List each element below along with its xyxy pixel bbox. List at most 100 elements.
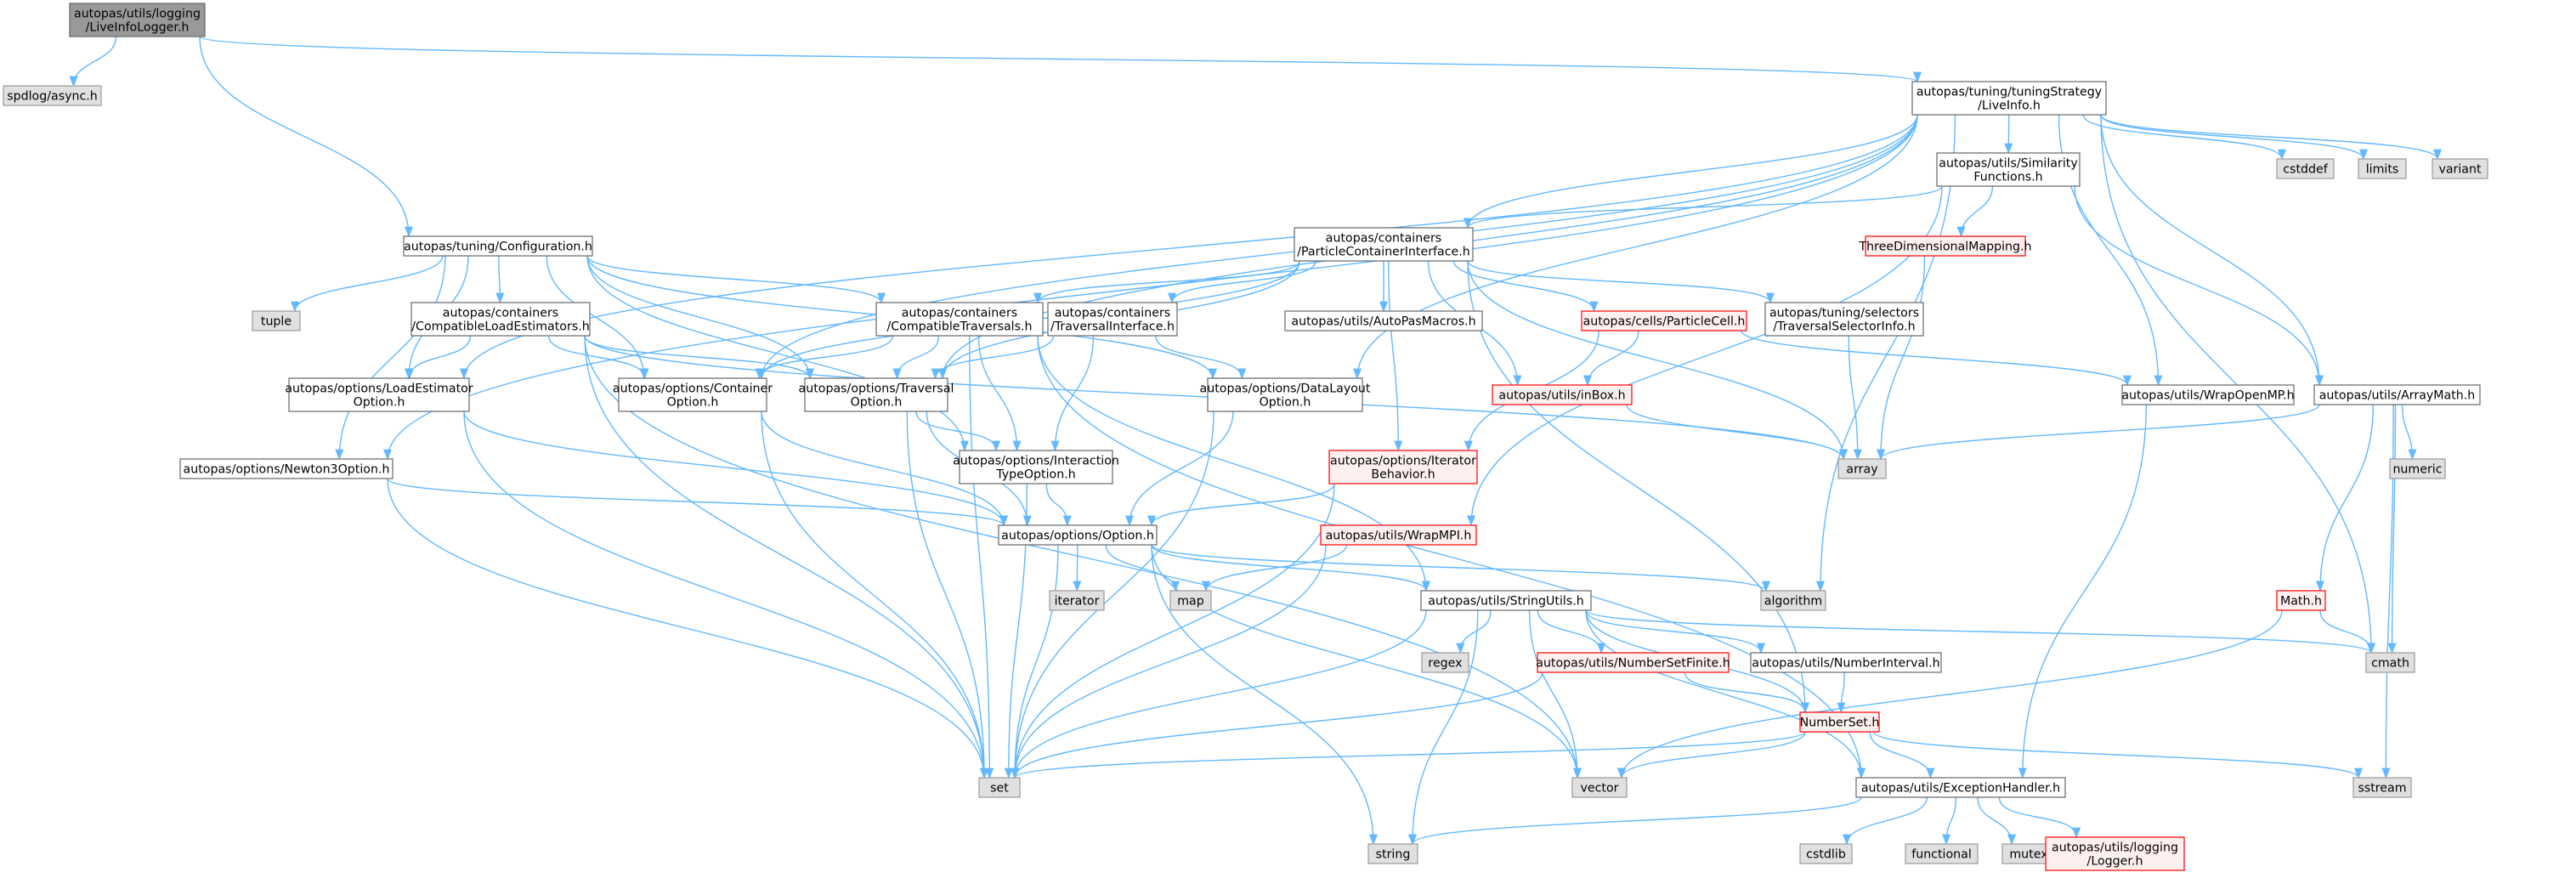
node-compatibleloadestimators[interactable]: autopas/containers/CompatibleLoadEstimat… (410, 302, 591, 337)
edge-particlecontainerinterface-to-particlecell (1452, 260, 1599, 313)
node-box (179, 458, 393, 479)
edge-particlecontainerinterface-to-traversalinterface (1168, 260, 1316, 304)
node-spdlog-async[interactable]: spdlog/async.h (3, 85, 102, 106)
edge-liveinfo-to-arraymath (2100, 114, 2324, 387)
edge-threedimensionalmapping-to-array (1876, 255, 1926, 461)
edge-compatibleloadestimators-to-set (584, 335, 989, 779)
node-label: autopas/tuning/selectors (1769, 307, 1919, 320)
node-label: algorithm (1764, 595, 1822, 609)
node-numberset[interactable]: NumberSet.h (1799, 711, 1880, 733)
node-box (804, 377, 948, 412)
node-autopasmacros[interactable]: autopas/utils/AutoPasMacros.h (1284, 310, 1483, 331)
node-label: autopas/containers (902, 307, 1017, 320)
node-box (1905, 843, 1979, 864)
edge-arraymath-to-numeric (2401, 404, 2417, 461)
node-functional[interactable]: functional (1905, 843, 1979, 864)
node-variant[interactable]: variant (2432, 158, 2488, 179)
node-inbox[interactable]: autopas/utils/inBox.h (1492, 384, 1633, 405)
node-particlecell[interactable]: autopas/cells/ParticleCell.h (1581, 310, 1747, 331)
node-particlecontainerinterface[interactable]: autopas/containers/ParticleContainerInte… (1294, 227, 1474, 262)
node-arraymath[interactable]: autopas/utils/ArrayMath.h (2313, 384, 2481, 405)
node-math[interactable]: Math.h (2276, 590, 2326, 611)
node-array[interactable]: array (1837, 458, 1887, 479)
edge-traversalinterface-to-datalayoutoption (1155, 335, 1247, 380)
node-compatibletraversals[interactable]: autopas/containers/CompatibleTraversals.… (875, 302, 1044, 337)
node-label: Math.h (2280, 595, 2322, 609)
node-box (978, 777, 1021, 798)
node-exceptionhandler[interactable]: autopas/utils/ExceptionHandler.h (1855, 777, 2066, 798)
node-vector[interactable]: vector (1571, 777, 1628, 798)
node-tuple[interactable]: tuple (252, 310, 301, 331)
node-cmath[interactable]: cmath (2365, 652, 2415, 673)
node-configuration[interactable]: autopas/tuning/Configuration.h (403, 235, 593, 257)
node-label: tuple (261, 315, 292, 329)
node-label: spdlog/async.h (7, 90, 98, 104)
node-label: autopas/containers (1055, 307, 1170, 320)
edge-particlecontainerinterface-to-array (1467, 260, 1848, 461)
node-numeric[interactable]: numeric (2389, 458, 2446, 479)
edge-numberset-to-vector (1617, 731, 1806, 779)
node-label: /CompatibleTraversals.h (886, 320, 1032, 334)
node-sstream[interactable]: sstream (2352, 777, 2412, 798)
node-label: sstream (2358, 782, 2406, 796)
node-mutex[interactable]: mutex (2001, 843, 2056, 864)
node-label: string (1376, 848, 1411, 862)
node-cstdlib[interactable]: cstdlib (1799, 843, 1853, 864)
node-string[interactable]: string (1367, 843, 1418, 864)
node-label: autopas/utils/logging (2052, 841, 2178, 855)
node-set[interactable]: set (978, 777, 1021, 798)
node-numbersetfinite[interactable]: autopas/utils/NumberSetFinite.h (1536, 652, 1730, 673)
node-liveinfologger[interactable]: autopas/utils/logging/LiveInfoLogger.h (69, 3, 206, 37)
edge-inbox-to-array (1626, 404, 1848, 461)
node-label: autopas/utils/WrapMPI.h (1326, 530, 1472, 543)
node-algorithm[interactable]: algorithm (1760, 590, 1826, 611)
edge-particlecontainerinterface-to-traversalselectorinfo (1467, 260, 1775, 304)
node-label: /Logger.h (2087, 855, 2143, 869)
edge-configuration-to-interactiontypeoption (586, 255, 969, 452)
node-box (1169, 590, 1212, 611)
edge-newton3option-to-set (387, 478, 988, 779)
edge-option-to-set (1010, 544, 1059, 779)
node-wrapopenmp[interactable]: autopas/utils/WrapOpenMP.h (2121, 384, 2295, 405)
node-box (410, 302, 591, 337)
node-logger[interactable]: autopas/utils/logging/Logger.h (2045, 836, 2185, 871)
edge-configuration-to-newton3option (335, 255, 446, 461)
node-stringutils[interactable]: autopas/utils/StringUtils.h (1420, 590, 1592, 611)
node-box (2389, 458, 2446, 479)
node-label: /TraversalSelectorInfo.h (1773, 320, 1915, 334)
node-traversalselectorinfo[interactable]: autopas/tuning/selectors/TraversalSelect… (1764, 302, 1924, 337)
node-label: autopas/utils/NumberSetFinite.h (1536, 657, 1730, 671)
node-liveinfo[interactable]: autopas/tuning/tuningStrategy/LiveInfo.h (1911, 81, 2107, 116)
node-box (2121, 384, 2295, 405)
edge-liveinfo-to-loadestimatoroption (460, 114, 1918, 380)
node-threedimensionalmapping[interactable]: ThreeDimensionalMapping.h (1858, 235, 2032, 257)
edge-option-to-iterator (1073, 544, 1082, 592)
node-label: autopas/utils/NumberInterval.h (1752, 657, 1939, 671)
node-box (2045, 836, 2185, 871)
edge-wrapmpi-to-map (1202, 544, 1348, 592)
node-map[interactable]: map (1169, 590, 1212, 611)
edge-compatibletraversals-to-traversaloption (892, 335, 940, 380)
node-wrapmpi[interactable]: autopas/utils/WrapMPI.h (1320, 524, 1477, 546)
node-cstddef[interactable]: cstddef (2276, 158, 2335, 179)
edge-math-to-cmath (2319, 609, 2376, 654)
node-iterator[interactable]: iterator (1049, 590, 1105, 611)
node-box (1799, 843, 1853, 864)
node-limits[interactable]: limits (2358, 158, 2407, 179)
node-newton3option[interactable]: autopas/options/Newton3Option.h (179, 458, 393, 479)
node-numberinterval[interactable]: autopas/utils/NumberInterval.h (1750, 652, 1942, 673)
node-box (2365, 652, 2415, 673)
node-regex[interactable]: regex (1421, 652, 1469, 673)
edge-particlecell-to-wrapopenmp (1741, 330, 2132, 387)
node-label: numeric (2392, 463, 2442, 477)
node-option[interactable]: autopas/options/Option.h (998, 524, 1158, 546)
node-traversalinterface[interactable]: autopas/containers/TraversalInterface.h (1047, 302, 1178, 337)
edge-exceptionhandler-to-logger (1998, 796, 2081, 839)
